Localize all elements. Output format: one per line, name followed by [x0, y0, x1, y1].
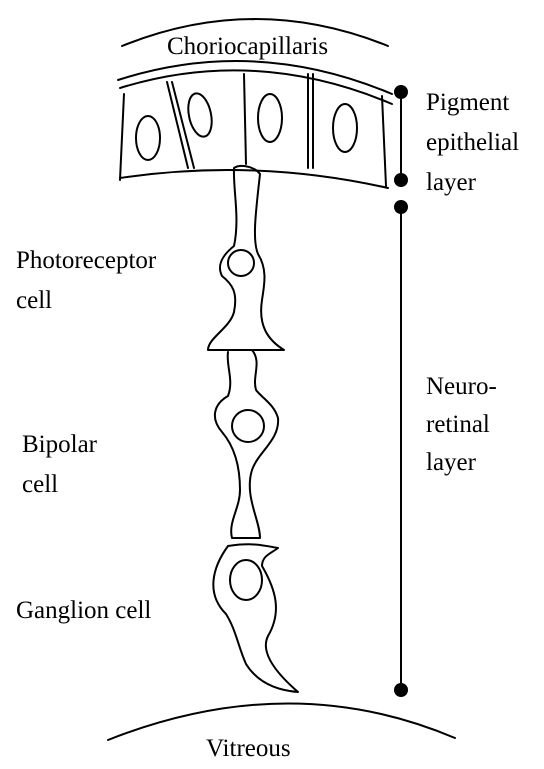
bipolar-label-line-1: Bipolar: [22, 428, 97, 462]
rpe-nucleus-2: [185, 91, 216, 139]
vitreous-label: Vitreous: [206, 732, 291, 766]
bipolar-cell-shape: [215, 350, 278, 538]
photoreceptor-cell-shape: [208, 166, 284, 350]
bipolar-label-line-2: cell: [22, 468, 58, 502]
neuro-label-line-2: retinal: [426, 408, 490, 442]
neuro-label-line-3: layer: [426, 446, 476, 480]
photoreceptor-nucleus: [228, 250, 254, 276]
photoreceptor-label-line-1: Photoreceptor: [16, 244, 156, 278]
neuro-label-line-1: Neuro-: [426, 370, 497, 404]
ganglion-cell-shape: [213, 544, 298, 692]
photoreceptor-label-line-2: cell: [16, 284, 52, 318]
choriocapillaris-label: Choriocapillaris: [167, 30, 328, 64]
rpe-nucleus-1: [136, 116, 160, 160]
pigment-label-line-1: Pigment: [426, 86, 509, 120]
rpe-nucleus-3: [258, 94, 282, 142]
ganglion-label: Ganglion cell: [16, 594, 151, 628]
pigment-layer-bracket: [394, 85, 408, 187]
rpe-nucleus-4: [333, 104, 357, 152]
neuroretinal-layer-bracket: [394, 200, 408, 697]
bipolar-nucleus: [232, 410, 264, 442]
ganglion-nucleus: [230, 560, 262, 600]
pigment-label-line-2: epithelial: [426, 126, 519, 160]
pigment-label-line-3: layer: [426, 166, 476, 200]
